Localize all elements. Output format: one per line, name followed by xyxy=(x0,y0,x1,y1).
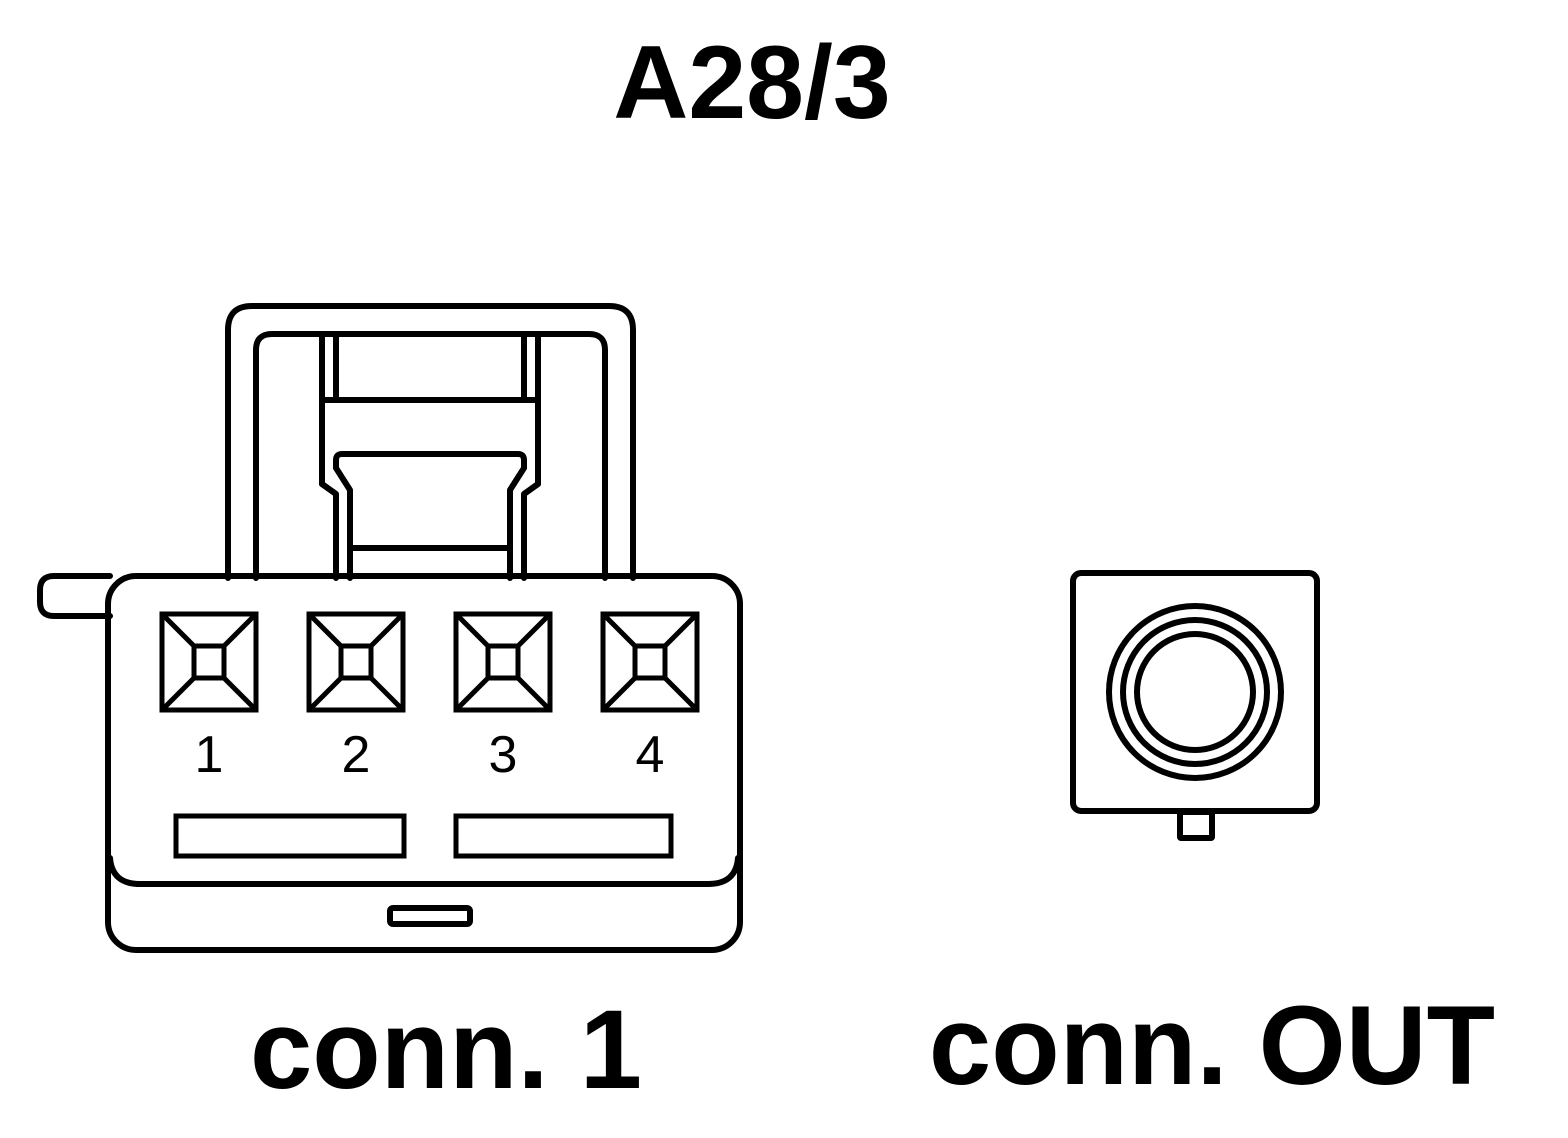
diagram-title: A28/3 xyxy=(613,25,891,141)
housing-slot xyxy=(387,905,473,927)
side-tab xyxy=(37,573,113,619)
pin-label-4: 4 xyxy=(636,726,665,784)
keying-slot-left xyxy=(173,813,407,859)
out-key-tab xyxy=(1177,809,1215,841)
pin-cavity-2 xyxy=(306,611,406,713)
pin-label-3: 3 xyxy=(489,726,518,784)
out-socket-inner-ring xyxy=(1134,631,1256,753)
connector-1: 1 2 3 4 xyxy=(37,303,743,953)
connector-out xyxy=(1070,570,1320,841)
housing-ledge xyxy=(107,855,741,887)
pin-cavity-3 xyxy=(453,611,553,713)
pin-cavity-1 xyxy=(159,611,259,713)
latch-frame xyxy=(225,303,636,581)
connector-1-label: conn. 1 xyxy=(250,987,642,1112)
pin-cavity-4 xyxy=(600,611,700,713)
connector-out-label: conn. OUT xyxy=(929,983,1495,1108)
out-socket-outer-ring xyxy=(1106,603,1284,781)
connector-housing xyxy=(105,573,743,953)
pin-label-2: 2 xyxy=(342,726,371,784)
pin-label-1: 1 xyxy=(195,726,224,784)
keying-slot-right xyxy=(453,813,674,859)
out-socket-middle-ring xyxy=(1120,617,1270,767)
